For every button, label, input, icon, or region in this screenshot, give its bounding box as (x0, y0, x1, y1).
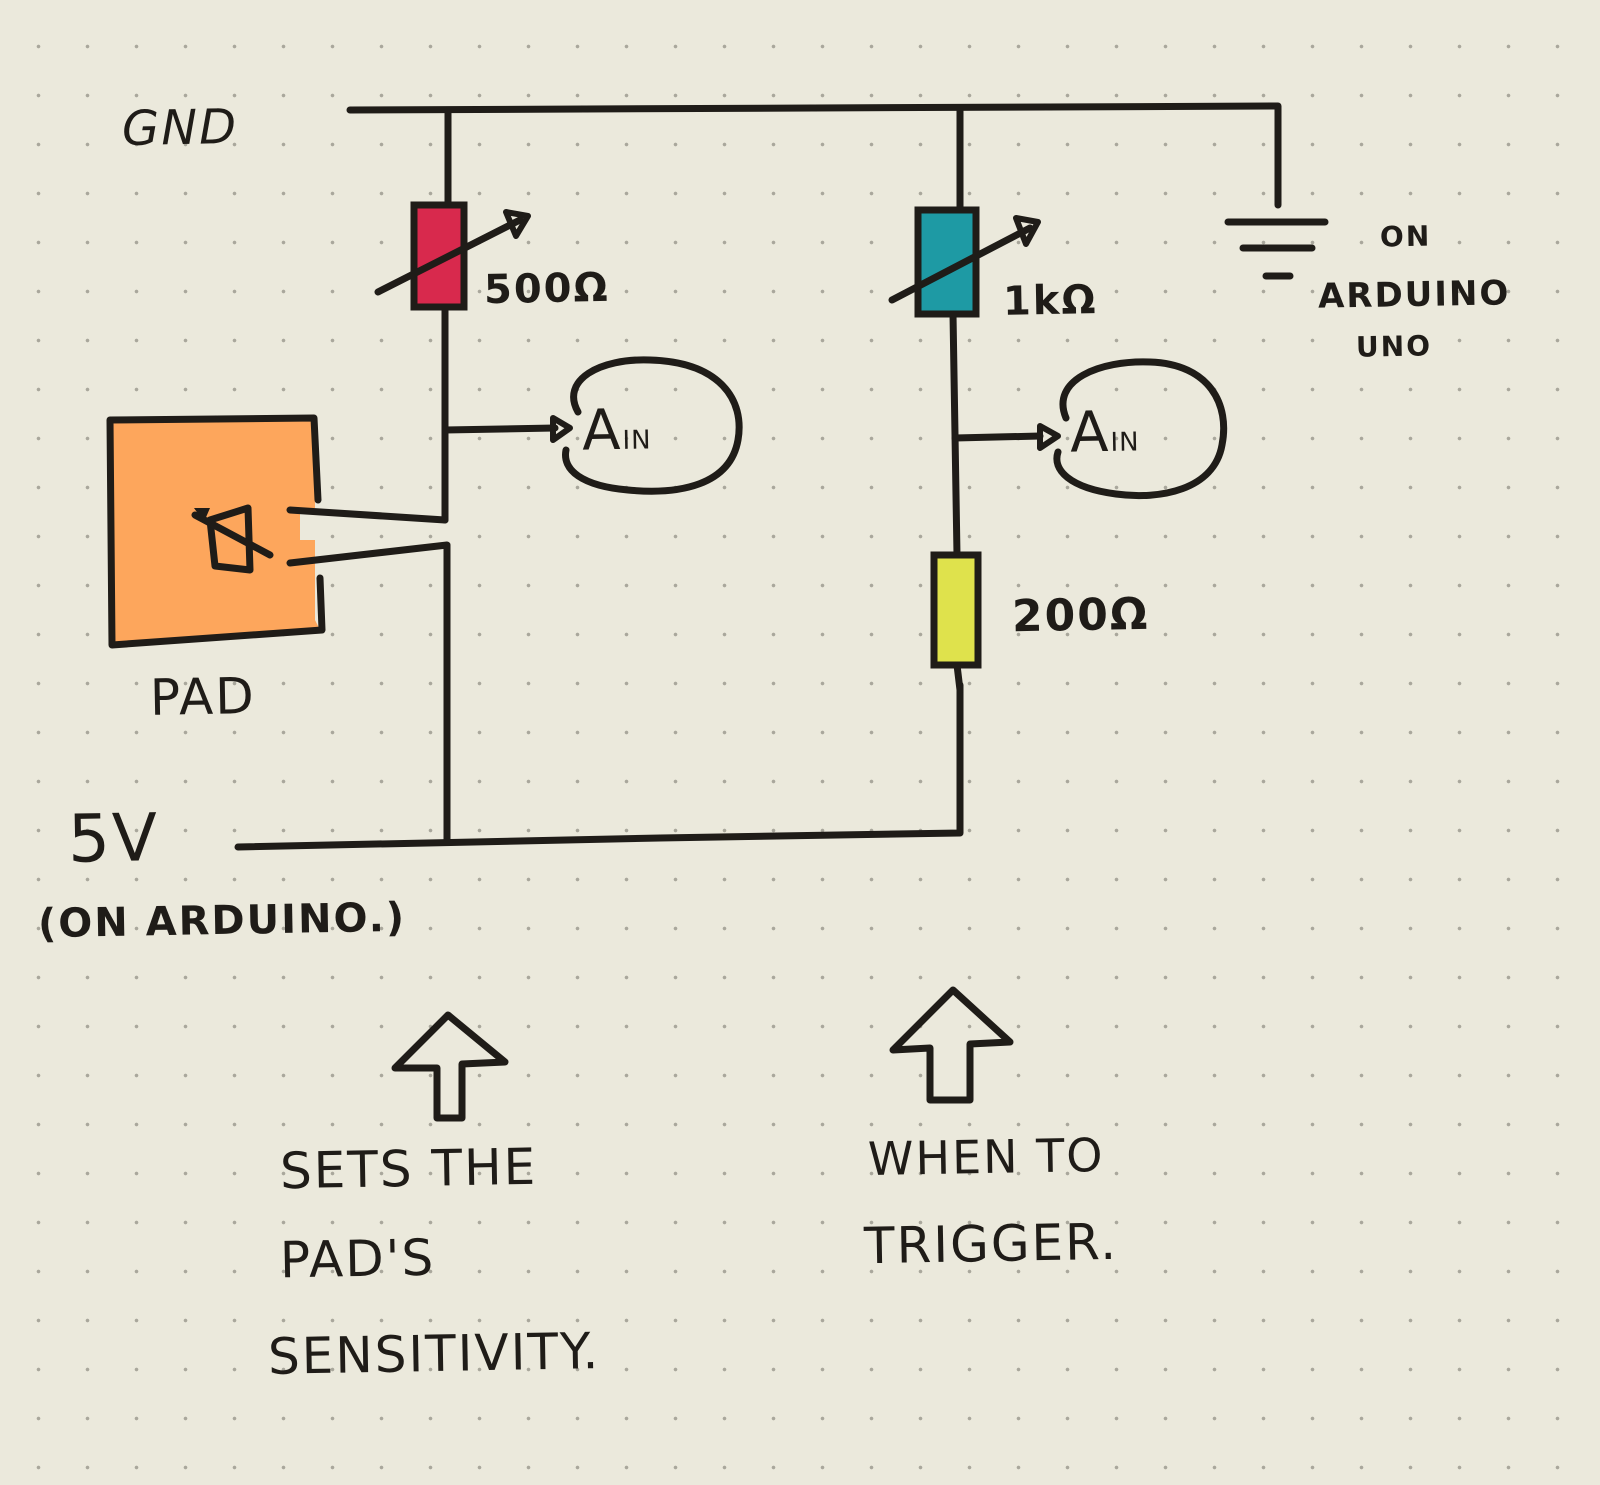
ground-note-line3: UNO (1355, 329, 1433, 364)
pad-outline (106, 414, 326, 649)
left-ain-arrowhead-icon (550, 415, 573, 443)
right-ain-wire (951, 432, 1044, 442)
right-ain-label: AIN (1069, 399, 1140, 466)
ground-rail (346, 102, 1282, 209)
pot-left-arrow (374, 216, 524, 296)
left-ain-bubble (562, 356, 743, 495)
resistor-value: 200Ω (1011, 588, 1150, 643)
pot-right-arrowhead-icon (1013, 215, 1041, 247)
right-ain-sub: IN (1110, 427, 1140, 458)
left-ain-sub: IN (622, 425, 652, 456)
resistor-body (930, 551, 982, 669)
left-ain-label: AIN (581, 397, 652, 464)
pad-wire-bottom (286, 541, 451, 844)
pot-left-value: 500Ω (483, 264, 610, 314)
piezo-symbol-icon (191, 504, 274, 574)
right-note-line2: TRIGGER. (863, 1212, 1119, 1276)
up-arrow-right-icon (889, 986, 1014, 1104)
left-ain-wire (441, 424, 559, 434)
ground-label: GND (121, 98, 239, 158)
ground-note-line1: ON (1379, 219, 1432, 254)
pot-right-arrow (888, 224, 1034, 304)
right-ain-bubble (1053, 358, 1228, 500)
right-branch-wire-bottom (953, 661, 964, 694)
supply-label: 5V (67, 799, 160, 878)
left-note-line2: PAD'S (279, 1228, 436, 1290)
pot-left-arrowhead-icon (503, 209, 531, 239)
right-ain-arrowhead-icon (1037, 423, 1061, 451)
supply-note: (ON ARDUINO.) (37, 894, 407, 948)
left-ain-letter: A (581, 397, 623, 464)
pad-wire-top (286, 506, 449, 524)
supply-rail (234, 681, 964, 851)
pad-body (110, 418, 320, 645)
pad-label: PAD (149, 667, 257, 727)
left-note-line3: SENSITIVITY. (267, 1322, 601, 1386)
right-ain-letter: A (1069, 399, 1111, 466)
pot-left-body (410, 201, 468, 311)
up-arrow-left-icon (391, 1011, 509, 1122)
left-note-line1: SETS THE (279, 1137, 538, 1201)
right-note-line1: WHEN TO (867, 1127, 1105, 1187)
ground-symbol-icon (1224, 218, 1329, 280)
ground-note-line2: ARDUINO (1317, 273, 1511, 317)
pot-right-value: 1kΩ (1002, 277, 1098, 325)
